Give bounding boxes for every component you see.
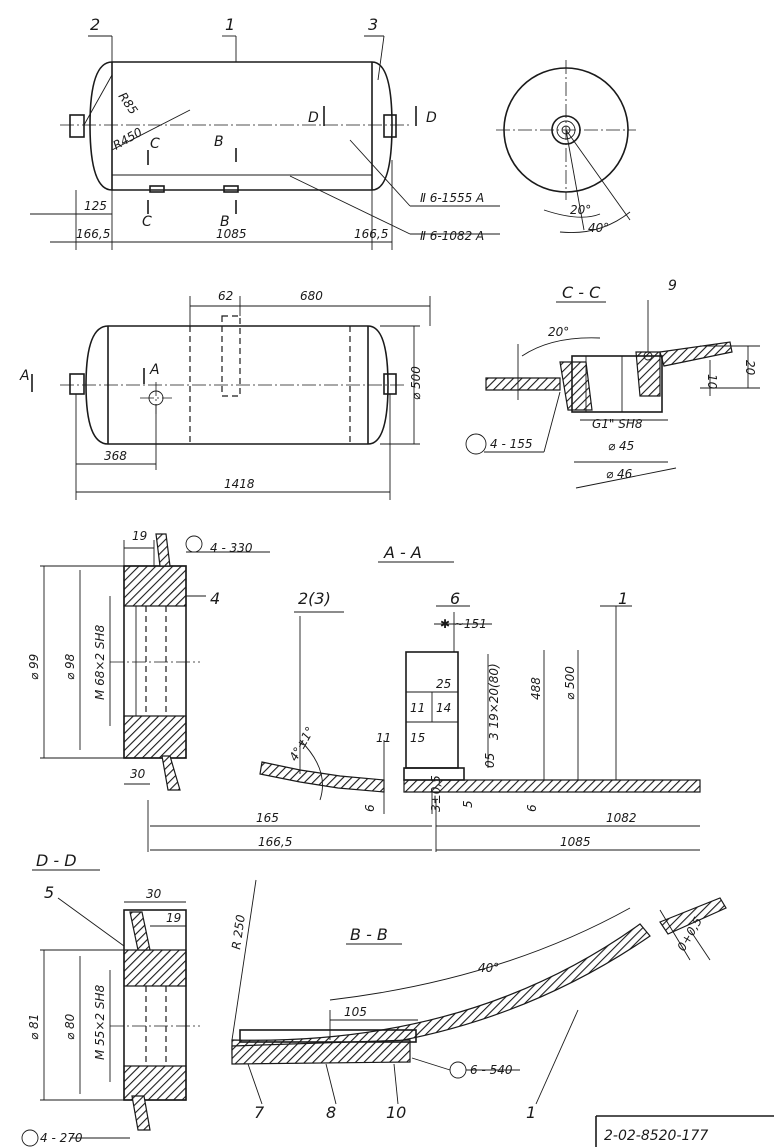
section-aa-weld-3: 3 19×20(80) xyxy=(487,663,501,740)
section-aa-dia-500: ⌀ 500 xyxy=(563,666,577,700)
section-aa-pos-6: 6 xyxy=(450,589,460,608)
section-aa-dim-6-a: 6 xyxy=(363,804,377,812)
radius-head-label: R85 xyxy=(116,90,141,117)
section-bb-pos-10: 10 xyxy=(386,1103,406,1122)
section-bb-title: B - B xyxy=(350,925,388,944)
section-aa-dim-11-b: 11 xyxy=(376,731,391,745)
section-aa-dim-11-a: 11 xyxy=(410,701,425,715)
end-view: 20° 40° xyxy=(496,60,636,235)
section-aa-dim-1082: 1082 xyxy=(606,811,637,825)
section-mark-b-top: B xyxy=(214,134,224,150)
plan-dim-62: 62 xyxy=(218,289,233,303)
dim-166-5-right: 166,5 xyxy=(354,227,388,241)
section-dd-title: D - D xyxy=(36,851,77,870)
section-cc-thread: G1" SH8 xyxy=(592,417,643,431)
section-aa-title: A - A xyxy=(383,543,422,562)
detail-4-weld-code: 4 - 330 xyxy=(210,541,253,555)
detail-4-pos-label: 4 xyxy=(210,589,220,608)
plan-section-mark-a-center: A xyxy=(149,362,160,378)
section-mark-c-bottom: C xyxy=(142,214,152,230)
weld-callout-1555: Ⅱ 6-1555 A xyxy=(420,191,484,205)
detail-4-dim-30: 30 xyxy=(130,767,146,781)
section-d-d: D - D 5 30 19 ⌀ 81 ⌀ 80 M 55×2 SH8 4 - 2… xyxy=(21,851,200,1147)
section-dd-pos-label: 5 xyxy=(44,883,54,902)
drawing-number-block: 2-02-8520-177 xyxy=(595,1115,774,1147)
section-dd-weld-code: 4 - 270 xyxy=(40,1131,83,1145)
section-dd-dim-19: 19 xyxy=(166,911,181,925)
section-aa-dim-05: 05 xyxy=(483,753,497,768)
section-mark-b-bottom: B xyxy=(220,214,230,230)
section-aa-pos-2-3: 2(3) xyxy=(298,589,331,608)
drawing-number: 2-02-8520-177 xyxy=(604,1128,708,1144)
section-aa-dim-165: 165 xyxy=(256,811,279,825)
end-view-angle-40: 40° xyxy=(588,221,609,235)
section-dd-dim-30: 30 xyxy=(146,887,162,901)
section-aa-dim-15: 15 xyxy=(410,731,425,745)
section-aa-dim-14: 14 xyxy=(436,701,451,715)
section-cc-title: C - C xyxy=(562,283,601,302)
plan-view: 62 680 368 1418 ⌀ 500 A A xyxy=(19,289,431,500)
section-b-b: B - B R 250 40° 105 0+0,5 6 - 540 7 8 10… xyxy=(229,879,727,1122)
dim-166-5-left: 166,5 xyxy=(76,227,110,241)
detail-4-dim-19: 19 xyxy=(132,529,147,543)
section-cc-dim-10: 10 xyxy=(705,374,719,390)
section-a-a: A - A 2(3) 6 1 ✱ ~151 4°±1° xyxy=(147,543,701,852)
section-aa-dim-166-5: 166,5 xyxy=(258,835,292,849)
section-cc-dia-45: ⌀ 45 xyxy=(608,439,634,453)
section-aa-weld-note: ✱ ~151 xyxy=(440,617,487,631)
section-bb-dim-105: 105 xyxy=(344,1005,367,1019)
pos-label-3: 3 xyxy=(368,15,378,34)
section-bb-pos-7: 7 xyxy=(254,1103,265,1122)
section-bb-pos-1: 1 xyxy=(526,1103,536,1122)
section-cc-pos-label: 9 xyxy=(668,278,677,294)
plan-dim-1418: 1418 xyxy=(224,477,255,491)
section-aa-angle-note: 4°±1° xyxy=(286,724,317,763)
section-mark-d-right: D xyxy=(426,110,437,126)
section-mark-d-left: D xyxy=(308,110,319,126)
section-aa-pos-1: 1 xyxy=(618,589,628,608)
section-cc-dia-46: ⌀ 46 xyxy=(606,467,633,481)
plan-dim-368: 368 xyxy=(104,449,127,463)
section-bb-angle: 40° xyxy=(478,961,499,975)
main-side-view: 2 1 3 R85 R450 D D C C B B Ⅱ 6-1555 A Ⅱ … xyxy=(30,15,500,250)
dim-1085: 1085 xyxy=(216,227,247,241)
section-aa-dim-3: 3±0,5 xyxy=(429,775,443,812)
section-dd-thread: M 55×2 SH8 xyxy=(93,984,107,1060)
detail-4-thread: M 68×2 SH8 xyxy=(93,624,107,700)
plan-dim-dia-500: ⌀ 500 xyxy=(409,366,423,400)
section-bb-radius: R 250 xyxy=(229,913,248,950)
section-cc-weld-code: 4 - 155 xyxy=(490,437,533,451)
section-cc-dim-20: 20 xyxy=(743,360,757,376)
detail-4-fitting: 19 4 - 330 4 ⌀ 99 ⌀ 98 M 68×2 SH8 30 xyxy=(27,529,270,791)
radius-body-label: R450 xyxy=(111,125,145,153)
detail-4-dia-99: ⌀ 99 xyxy=(27,654,41,680)
section-bb-weld-code: 6 - 540 xyxy=(470,1063,513,1077)
dim-125: 125 xyxy=(84,199,107,213)
section-aa-dim-1085: 1085 xyxy=(560,835,591,849)
plan-dim-680: 680 xyxy=(300,289,323,303)
section-aa-dim-6-b: 6 xyxy=(525,804,539,812)
section-bb-pos-8: 8 xyxy=(326,1103,336,1122)
pos-label-2: 2 xyxy=(90,15,100,34)
section-aa-dim-25: 25 xyxy=(436,677,451,691)
section-aa-dim-488: 488 xyxy=(529,677,543,700)
pos-label-1: 1 xyxy=(225,15,235,34)
section-aa-dim-5: 5 xyxy=(461,800,475,808)
detail-4-dia-98: ⌀ 98 xyxy=(63,653,77,680)
section-dd-dia-81: ⌀ 81 xyxy=(27,1014,41,1040)
section-c-c: C - C 20° 9 20 10 G1" SH8 ⌀ 45 ⌀ 46 4 - … xyxy=(465,278,760,489)
plan-section-mark-a-left: A xyxy=(19,368,30,384)
section-dd-dia-80: ⌀ 80 xyxy=(63,1013,77,1040)
section-mark-c-top: C xyxy=(150,136,160,152)
end-view-angle-20: 20° xyxy=(570,203,591,217)
section-cc-angle: 20° xyxy=(548,325,569,339)
weld-callout-1082: Ⅱ 6-1082 A xyxy=(420,229,484,243)
